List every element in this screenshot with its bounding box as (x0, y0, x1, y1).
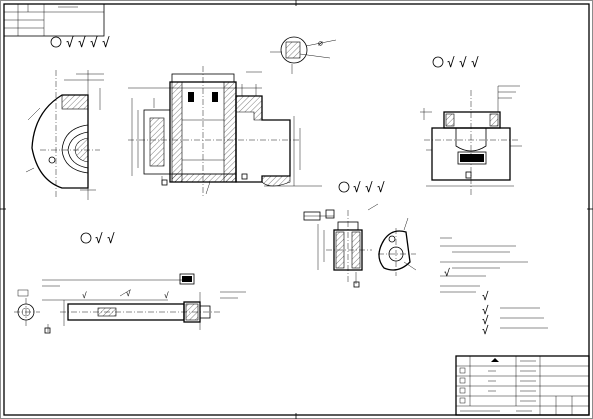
svg-text:√: √ (482, 314, 489, 327)
svg-text:√: √ (78, 36, 86, 51)
svg-text:√: √ (447, 56, 455, 71)
view-housing-assembly: √ √ √ √ (25, 36, 337, 200)
view-lever-arm: √ √ √ (303, 181, 417, 288)
svg-text:⌀: ⌀ (318, 39, 323, 48)
roughness-symbol-view1: √ √ √ √ (50, 36, 110, 51)
svg-text:√: √ (482, 304, 489, 317)
roughness-symbol-view4: √ √ √ (338, 181, 385, 196)
svg-text:√: √ (482, 290, 489, 303)
roughness-symbol-view2: √ √ √ (432, 56, 479, 71)
svg-text:√: √ (459, 56, 467, 71)
title-block (455, 355, 590, 416)
svg-text:√: √ (82, 291, 87, 300)
view-shaft: √ √ √ √ √ (14, 232, 246, 334)
svg-text:√: √ (66, 36, 74, 51)
svg-text:√: √ (365, 181, 373, 196)
svg-text:√: √ (471, 56, 479, 71)
view-bearing-housing: √ √ √ (420, 56, 522, 196)
svg-text:√: √ (164, 291, 169, 300)
svg-text:√: √ (444, 267, 450, 279)
technical-notes: √ √ √ √ √ (440, 237, 548, 337)
roughness-symbol-view3: √ √ (80, 232, 115, 247)
revision-stamp (3, 3, 105, 37)
svg-text:√: √ (102, 36, 110, 51)
inner-frame (3, 3, 590, 416)
svg-text:√: √ (95, 232, 103, 247)
svg-text:√: √ (377, 181, 385, 196)
housing-section-view (128, 66, 322, 196)
svg-text:√: √ (126, 289, 131, 298)
svg-text:√: √ (107, 232, 115, 247)
svg-text:√: √ (90, 36, 98, 51)
svg-text:√: √ (353, 181, 361, 196)
svg-text:√: √ (482, 324, 489, 337)
flange-side-view (25, 70, 104, 200)
detail-callout: ⌀ (270, 36, 337, 74)
